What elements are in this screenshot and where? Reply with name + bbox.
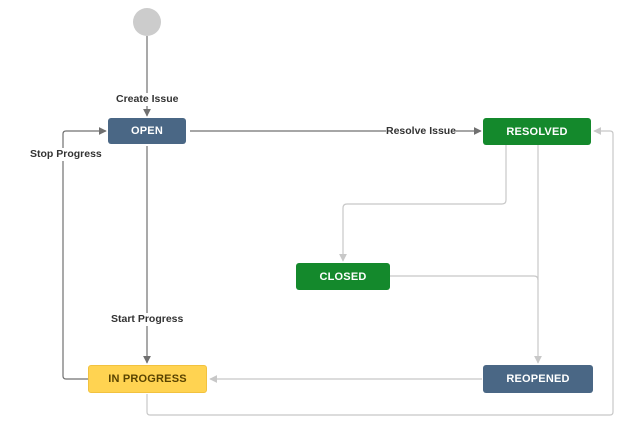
connector-resolved-closed [339,145,507,262]
state-reopened[interactable]: REOPENED [483,365,593,393]
transition-label-create-issue[interactable]: Create Issue [116,93,179,106]
state-open[interactable]: OPEN [108,118,186,144]
connector-closed-reopened [390,275,539,281]
state-resolved[interactable]: RESOLVED [483,118,591,145]
transition-label-resolve-issue[interactable]: Resolve Issue [386,125,457,138]
start-circle [133,8,161,36]
connector-inprogress-resolved [146,127,614,416]
connector-stop-progress [62,127,107,380]
state-closed[interactable]: CLOSED [296,263,390,290]
transition-label-start-progress[interactable]: Start Progress [111,313,184,326]
transition-label-stop-progress[interactable]: Stop Progress [30,148,102,161]
state-in-progress[interactable]: IN PROGRESS [88,365,207,393]
